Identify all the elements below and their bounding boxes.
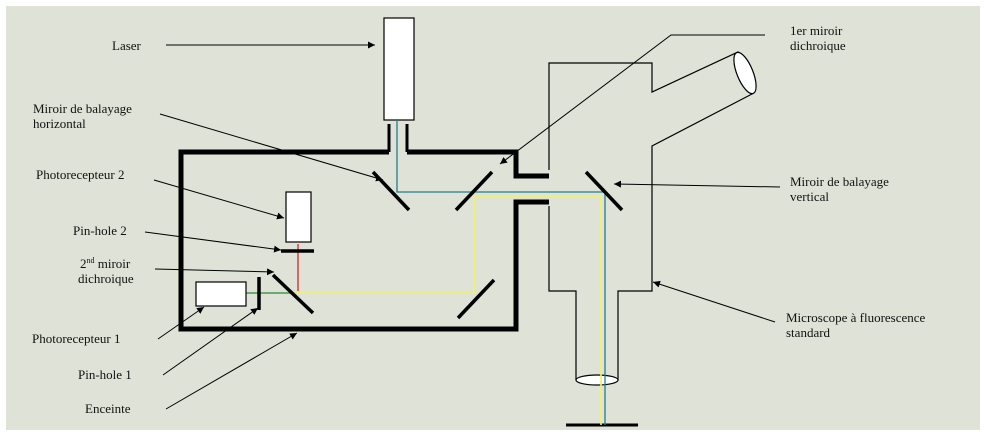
label-second-dichroic-word: miroir xyxy=(94,256,131,271)
laser-source xyxy=(383,17,415,121)
arrow-pinhole-1 xyxy=(162,307,259,376)
arrow-first-dichroic-mirror xyxy=(499,34,765,165)
background-panel xyxy=(6,6,980,430)
label-photodetector-2: Photorecepteur 2 xyxy=(36,167,125,182)
label-second-dichroic-ordinal: nd xyxy=(86,256,95,265)
label-microscope-line2: standard xyxy=(786,325,831,340)
label-laser: Laser xyxy=(112,38,141,53)
label-vertical-scan-mirror-line1: Miroir de balayage xyxy=(790,174,889,189)
arrow-pinhole-2 xyxy=(144,231,282,253)
label-first-dichroic-mirror-line2: dichroique xyxy=(790,38,846,53)
label-second-dichroic-mirror: 2nd miroir dichroique xyxy=(78,256,134,286)
label-first-dichroic-mirror: 1er miroir dichroique xyxy=(790,23,846,53)
label-horizontal-scan-mirror: Miroir de balayage horizontal xyxy=(33,101,132,131)
label-second-dichroic-number: 2 xyxy=(80,256,87,271)
label-second-dichroic-mirror-line2: dichroique xyxy=(78,271,134,286)
enclosure-wall-upper xyxy=(407,149,549,179)
enclosure-wall xyxy=(178,149,549,332)
label-photodetector-1: Photorecepteur 1 xyxy=(32,331,121,346)
arrow-second-dichroic-mirror xyxy=(154,268,275,276)
second-dichroic-mirror xyxy=(271,273,315,315)
label-vertical-scan-mirror-line2: vertical xyxy=(790,189,829,204)
arrow-horizontal-scan-mirror xyxy=(159,113,384,182)
fluorescence-beam-path xyxy=(290,195,602,425)
arrow-photodetector-2 xyxy=(153,179,285,220)
photodetector-1 xyxy=(195,281,247,307)
label-pinhole-2: Pin-hole 2 xyxy=(73,223,127,238)
microscope-eyepiece xyxy=(733,51,757,95)
label-first-dichroic-mirror-line1: 1er miroir xyxy=(790,23,843,38)
label-enclosure: Enceinte xyxy=(85,401,131,416)
fold-mirror xyxy=(456,278,496,320)
label-vertical-scan-mirror: Miroir de balayage vertical xyxy=(790,174,889,204)
arrow-enclosure xyxy=(165,332,298,410)
label-microscope-line1: Microscope à fluorescence xyxy=(786,310,926,325)
label-microscope: Microscope à fluorescence standard xyxy=(786,310,925,340)
label-pinhole-1: Pin-hole 1 xyxy=(78,367,132,382)
label-horizontal-scan-mirror-line1: Miroir de balayage xyxy=(33,101,132,116)
laser-beam-path xyxy=(396,120,606,425)
vertical-scan-mirror xyxy=(584,170,624,212)
arrow-microscope xyxy=(652,280,776,323)
first-dichroic-mirror xyxy=(454,170,494,212)
arrow-vertical-scan-mirror xyxy=(613,180,781,188)
label-horizontal-scan-mirror-line2: horizontal xyxy=(33,116,86,131)
photodetector-2 xyxy=(285,191,312,243)
objective-lens xyxy=(575,374,619,386)
arrow-photodetector-1 xyxy=(157,306,205,340)
microscope-body xyxy=(548,51,753,381)
label-second-dichroic-mirror-line1: 2nd miroir xyxy=(80,256,134,271)
